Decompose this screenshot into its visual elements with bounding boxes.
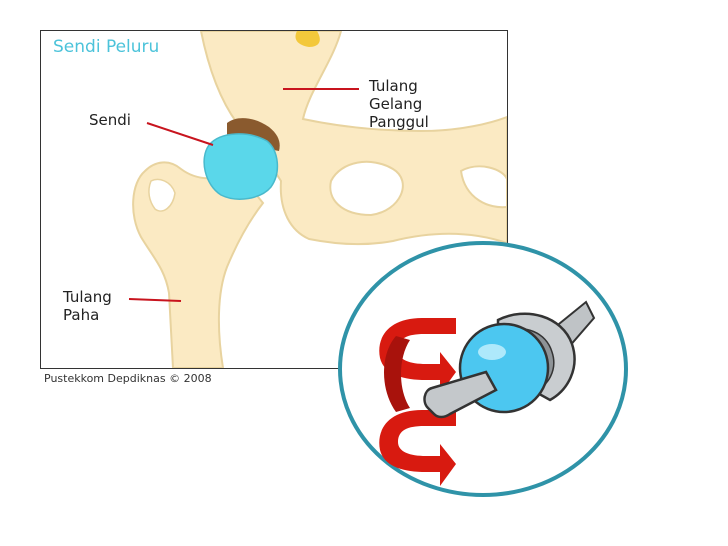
ball-joint-icon	[338, 241, 628, 497]
label-line: Paha	[63, 306, 100, 324]
ball-joint-zoom	[336, 240, 630, 498]
leader-line-paha	[128, 298, 182, 302]
leader-line-sendi	[146, 122, 214, 146]
ball-joint	[203, 133, 279, 200]
diagram-panel: Sendi Peluru Tulang Gelang Panggul Sendi…	[40, 30, 508, 369]
label-line: Panggul	[369, 113, 429, 131]
label-line: Tulang	[369, 77, 418, 95]
credit-text: Pustekkom Depdiknas © 2008	[44, 372, 212, 385]
hip-illustration	[128, 31, 507, 368]
ball-shaft	[423, 370, 498, 419]
label-line: Gelang	[369, 95, 423, 113]
label-tulang-paha: Tulang Paha	[63, 288, 112, 324]
label-line: Tulang	[63, 288, 112, 306]
label-sendi: Sendi	[89, 111, 131, 129]
label-tulang-gelang-panggul: Tulang Gelang Panggul	[369, 77, 429, 131]
diagram-title: Sendi Peluru	[53, 37, 160, 57]
femur-bone-icon	[132, 161, 265, 368]
rotation-arrows-icon	[379, 318, 456, 486]
